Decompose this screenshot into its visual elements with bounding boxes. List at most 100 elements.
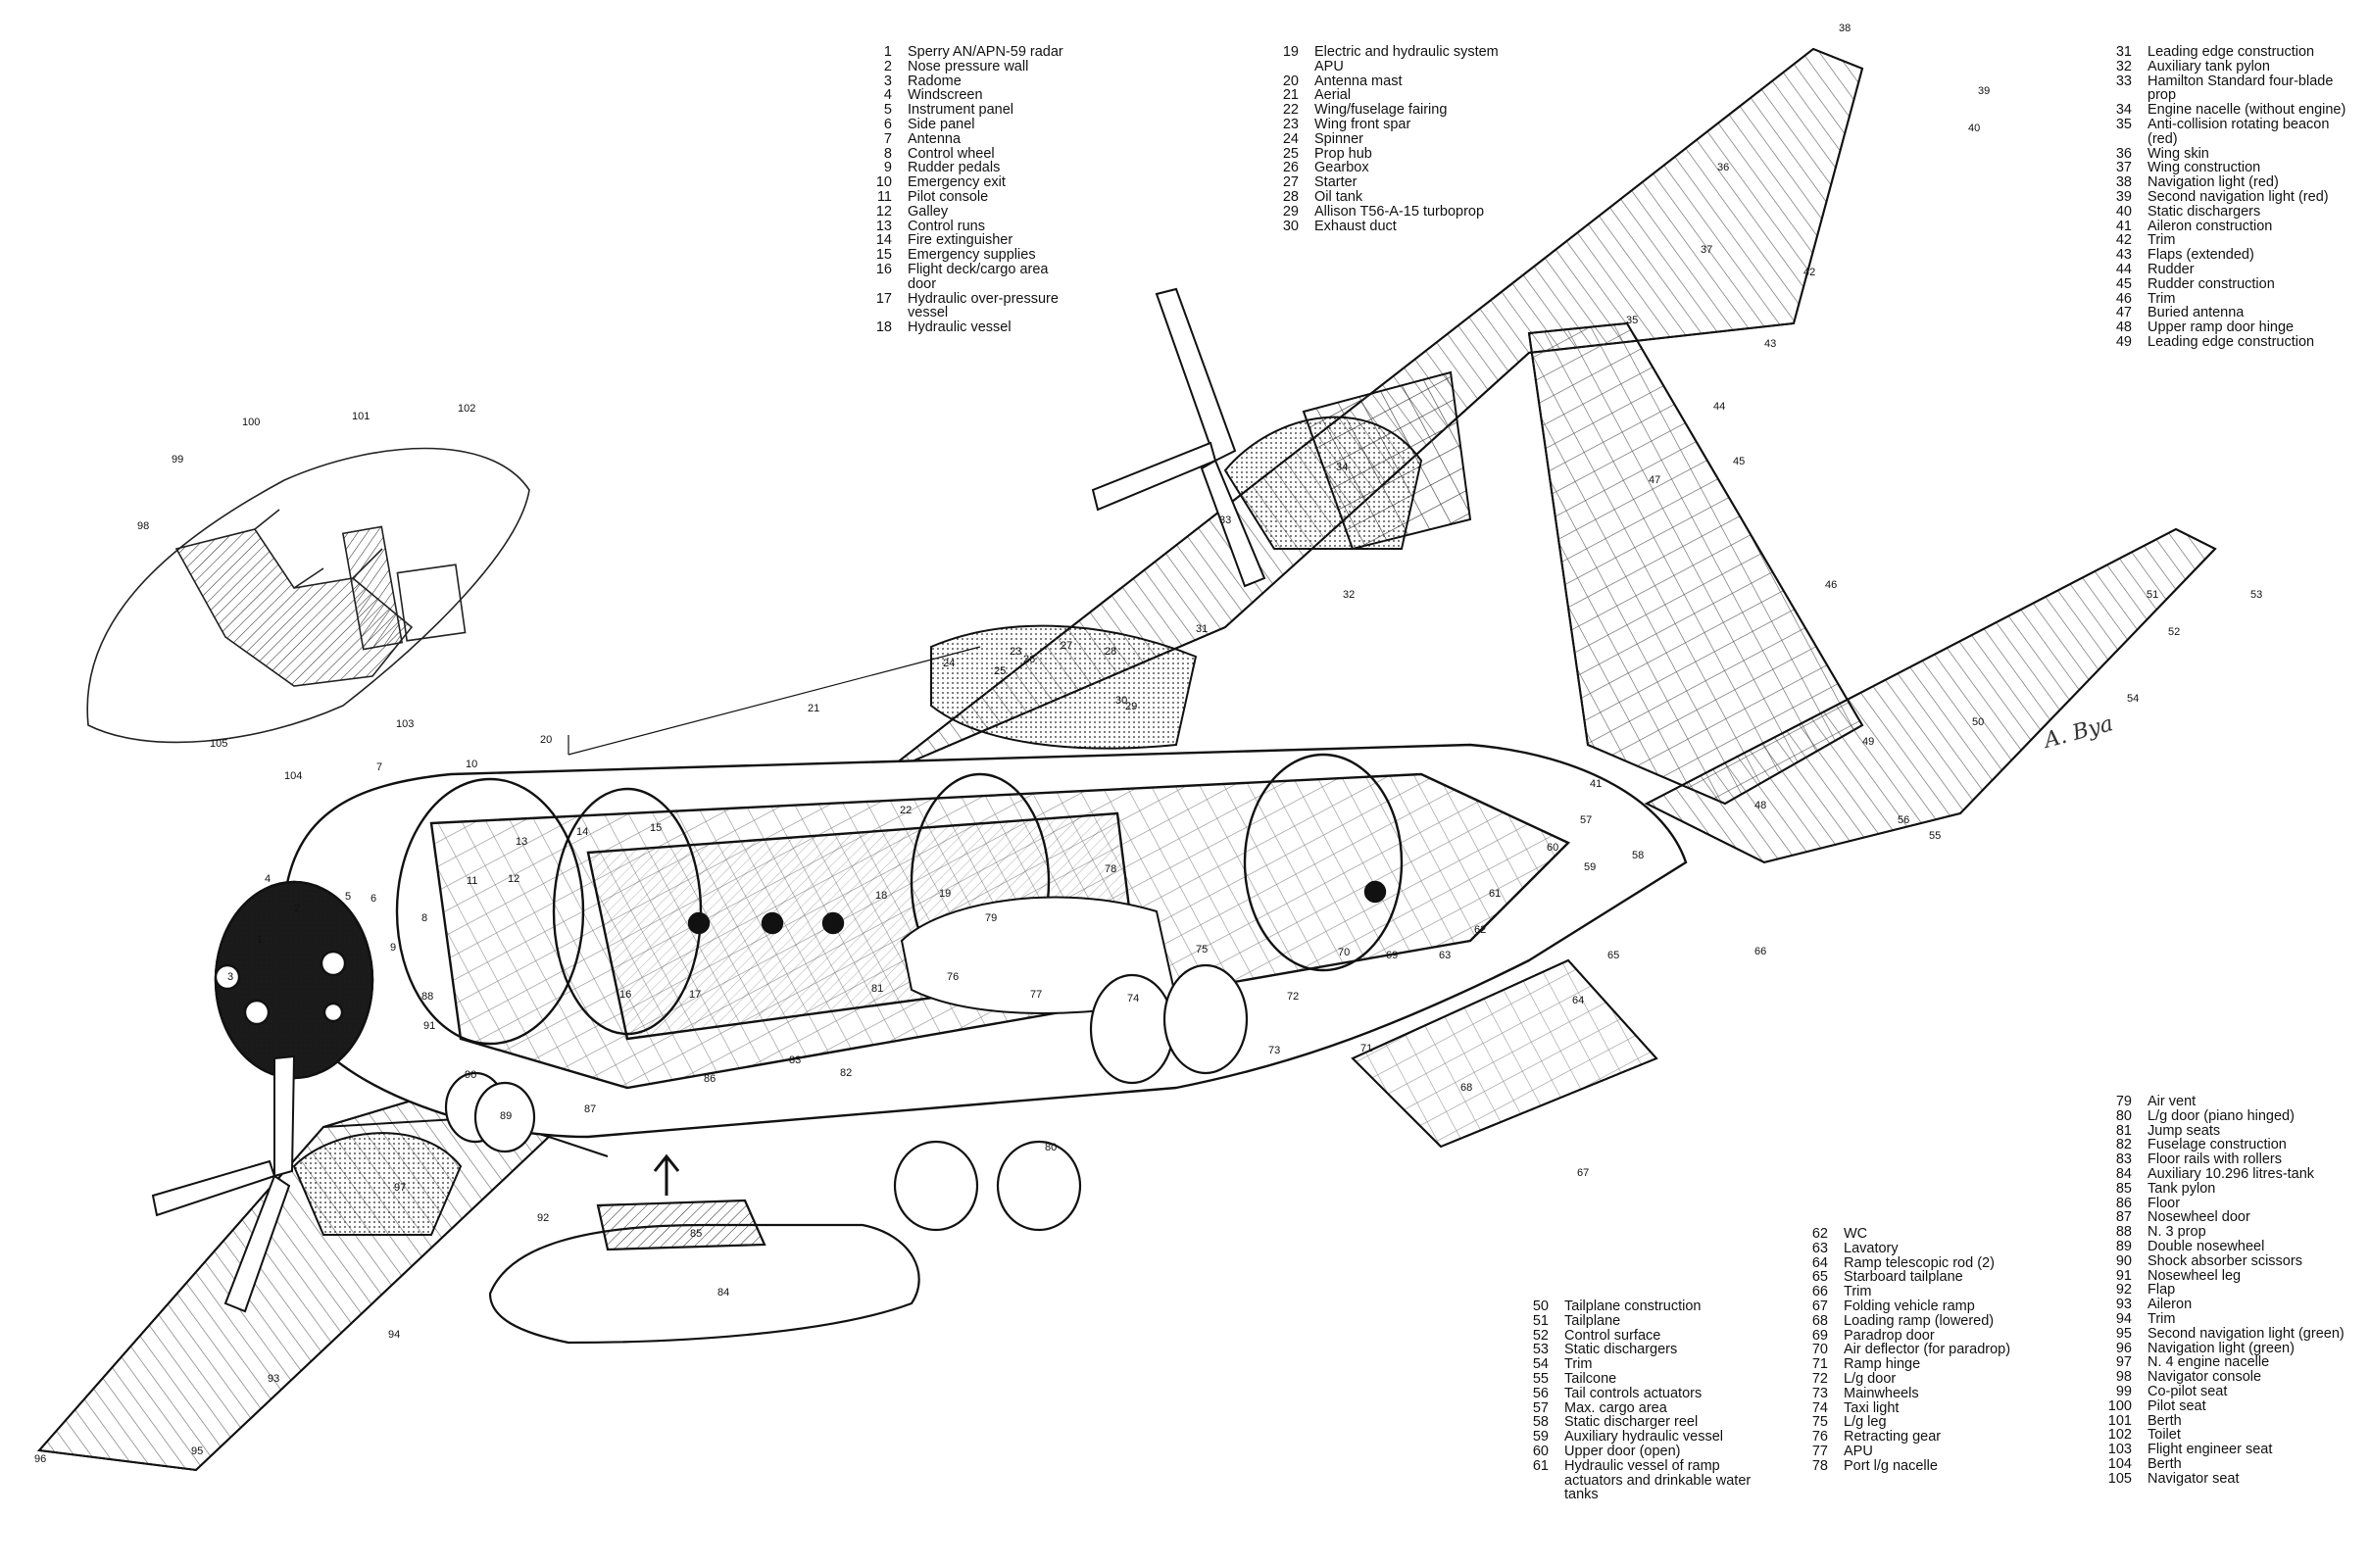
callout-number: 21 bbox=[808, 703, 819, 714]
callout-number: 4 bbox=[265, 873, 271, 885]
callout-number: 25 bbox=[994, 665, 1006, 677]
legend-text: Navigator seat bbox=[2148, 1470, 2240, 1487]
legend-number: 78 bbox=[1811, 1457, 1828, 1474]
callout-number: 11 bbox=[467, 875, 477, 887]
callout-number: 27 bbox=[1061, 640, 1072, 652]
legend-number: 22 bbox=[1282, 102, 1299, 119]
legend-text: Control wheel bbox=[908, 145, 995, 162]
legend-text: Co-pilot seat bbox=[2148, 1383, 2228, 1399]
callout-number: 86 bbox=[704, 1073, 716, 1085]
legend-number: 70 bbox=[1811, 1342, 1828, 1358]
legend-text: L/g door (piano hinged) bbox=[2148, 1107, 2295, 1124]
legend-text: Radome bbox=[908, 73, 962, 89]
legend-text: Navigation light (green) bbox=[2148, 1340, 2295, 1356]
legend-number: 66 bbox=[1811, 1284, 1828, 1300]
callout-number: 69 bbox=[1386, 950, 1398, 961]
legend-number: 100 bbox=[2107, 1397, 2132, 1414]
legend-text: Tailplane construction bbox=[1564, 1298, 1702, 1314]
legend-number: 51 bbox=[1532, 1312, 1549, 1329]
legend-text: Engine nacelle (without engine) bbox=[2148, 102, 2346, 119]
legend-number: 40 bbox=[2115, 203, 2132, 220]
legend-number: 31 bbox=[2115, 44, 2132, 60]
legend-text: Flap bbox=[2148, 1282, 2176, 1298]
legend-number: 11 bbox=[876, 188, 892, 205]
legend-number: 81 bbox=[2115, 1122, 2132, 1139]
legend-number: 36 bbox=[2115, 145, 2132, 162]
callout-number: 37 bbox=[1701, 244, 1712, 256]
legend-text: Port l/g nacelle bbox=[1844, 1457, 1938, 1474]
callout-number: 39 bbox=[1978, 85, 1990, 97]
legend-number: 39 bbox=[2115, 188, 2132, 205]
legend-number: 71 bbox=[1811, 1356, 1828, 1373]
legend-text: Rudder construction bbox=[2148, 275, 2275, 292]
legend-text: L/g door bbox=[1844, 1370, 1897, 1387]
legend-text: Anti-collision rotating beacon (red) bbox=[2148, 116, 2330, 147]
callout-number: 99 bbox=[172, 454, 183, 466]
callout-number: 14 bbox=[576, 826, 588, 838]
legend-number: 99 bbox=[2115, 1383, 2132, 1399]
legend-number: 23 bbox=[1282, 116, 1299, 132]
legend-number: 53 bbox=[1532, 1342, 1549, 1358]
callout-number: 15 bbox=[650, 822, 662, 834]
legend-number: 68 bbox=[1811, 1312, 1828, 1329]
legend-text: Paradrop door bbox=[1844, 1327, 1935, 1344]
legend-number: 64 bbox=[1811, 1254, 1828, 1271]
legend-text: Antenna mast bbox=[1314, 73, 1403, 89]
legend-text: Jump seats bbox=[2148, 1122, 2221, 1139]
legend-text: Hydraulic vessel bbox=[908, 319, 1012, 336]
callout-number: 76 bbox=[947, 971, 959, 983]
legend-text: Auxiliary hydraulic vessel bbox=[1564, 1429, 1723, 1446]
legend-number: 6 bbox=[883, 116, 892, 132]
callout-number: 6 bbox=[370, 893, 376, 905]
callout-number: 97 bbox=[394, 1182, 406, 1194]
callout-number: 102 bbox=[458, 403, 475, 415]
legend-number: 104 bbox=[2107, 1455, 2132, 1472]
callout-number: 8 bbox=[421, 912, 427, 924]
legend-number: 91 bbox=[2115, 1267, 2132, 1284]
callout-number: 34 bbox=[1336, 462, 1348, 473]
callout-number: 12 bbox=[508, 873, 519, 885]
legend-number: 7 bbox=[883, 130, 892, 147]
callout-number: 94 bbox=[388, 1329, 400, 1341]
legend-number: 2 bbox=[883, 58, 892, 74]
legend-number: 3 bbox=[883, 73, 892, 89]
callout-number: 58 bbox=[1632, 850, 1644, 861]
legend-number: 25 bbox=[1282, 145, 1299, 162]
callout-number: 71 bbox=[1360, 1043, 1372, 1054]
legend-number: 57 bbox=[1532, 1399, 1549, 1416]
legend-number: 55 bbox=[1532, 1370, 1549, 1387]
legend-text: Spinner bbox=[1314, 130, 1363, 147]
legend-text: Auxiliary tank pylon bbox=[2148, 58, 2270, 74]
legend-text: Floor rails with rollers bbox=[2148, 1152, 2282, 1168]
legend-text: Nose pressure wall bbox=[908, 58, 1029, 74]
legend-number: 27 bbox=[1282, 174, 1299, 191]
callout-number: 53 bbox=[2250, 589, 2262, 601]
callout-number: 82 bbox=[840, 1067, 852, 1079]
legend-text: Trim bbox=[2148, 1310, 2176, 1327]
legend-text: Flight engineer seat bbox=[2148, 1442, 2273, 1458]
callout-number: 3 bbox=[227, 971, 233, 983]
legend-number: 38 bbox=[2115, 174, 2132, 191]
legend-text: Static dischargers bbox=[2148, 203, 2261, 220]
callout-number: 88 bbox=[421, 991, 433, 1003]
legend-number: 32 bbox=[2115, 58, 2132, 74]
legend-number: 67 bbox=[1811, 1298, 1828, 1314]
